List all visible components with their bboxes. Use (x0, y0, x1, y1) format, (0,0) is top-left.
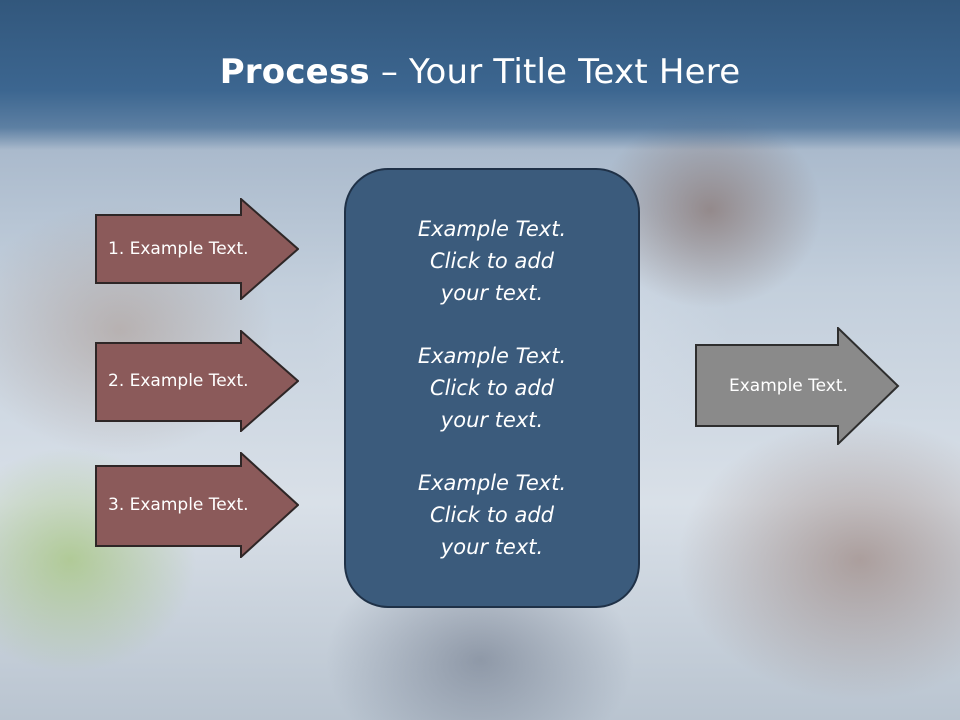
center-text-3[interactable]: Example Text. Click to add your text. (417, 470, 567, 559)
right-arrow-label: Example Text. (729, 376, 848, 396)
left-arrow-2-label: 2. Example Text. (108, 371, 249, 391)
center-text-1[interactable]: Example Text. Click to add your text. (417, 217, 567, 306)
title-band (0, 0, 960, 150)
left-arrow-2[interactable]: 2. Example Text. (95, 330, 299, 432)
left-arrow-1[interactable]: 1. Example Text. (95, 198, 299, 300)
title-rest-part: – Your Title Text Here (369, 52, 741, 92)
left-arrow-3[interactable]: 3. Example Text. (95, 452, 299, 558)
center-text-2[interactable]: Example Text. Click to add your text. (417, 343, 567, 432)
left-arrow-3-label: 3. Example Text. (108, 495, 249, 515)
title-bold-part: Process (219, 52, 370, 92)
left-arrow-1-label: 1. Example Text. (108, 239, 249, 259)
right-arrow[interactable]: Example Text. (695, 327, 900, 445)
center-text-box[interactable]: Example Text. Click to add your text. Ex… (344, 168, 640, 608)
slide-title[interactable]: Process – Your Title Text Here (0, 52, 960, 92)
